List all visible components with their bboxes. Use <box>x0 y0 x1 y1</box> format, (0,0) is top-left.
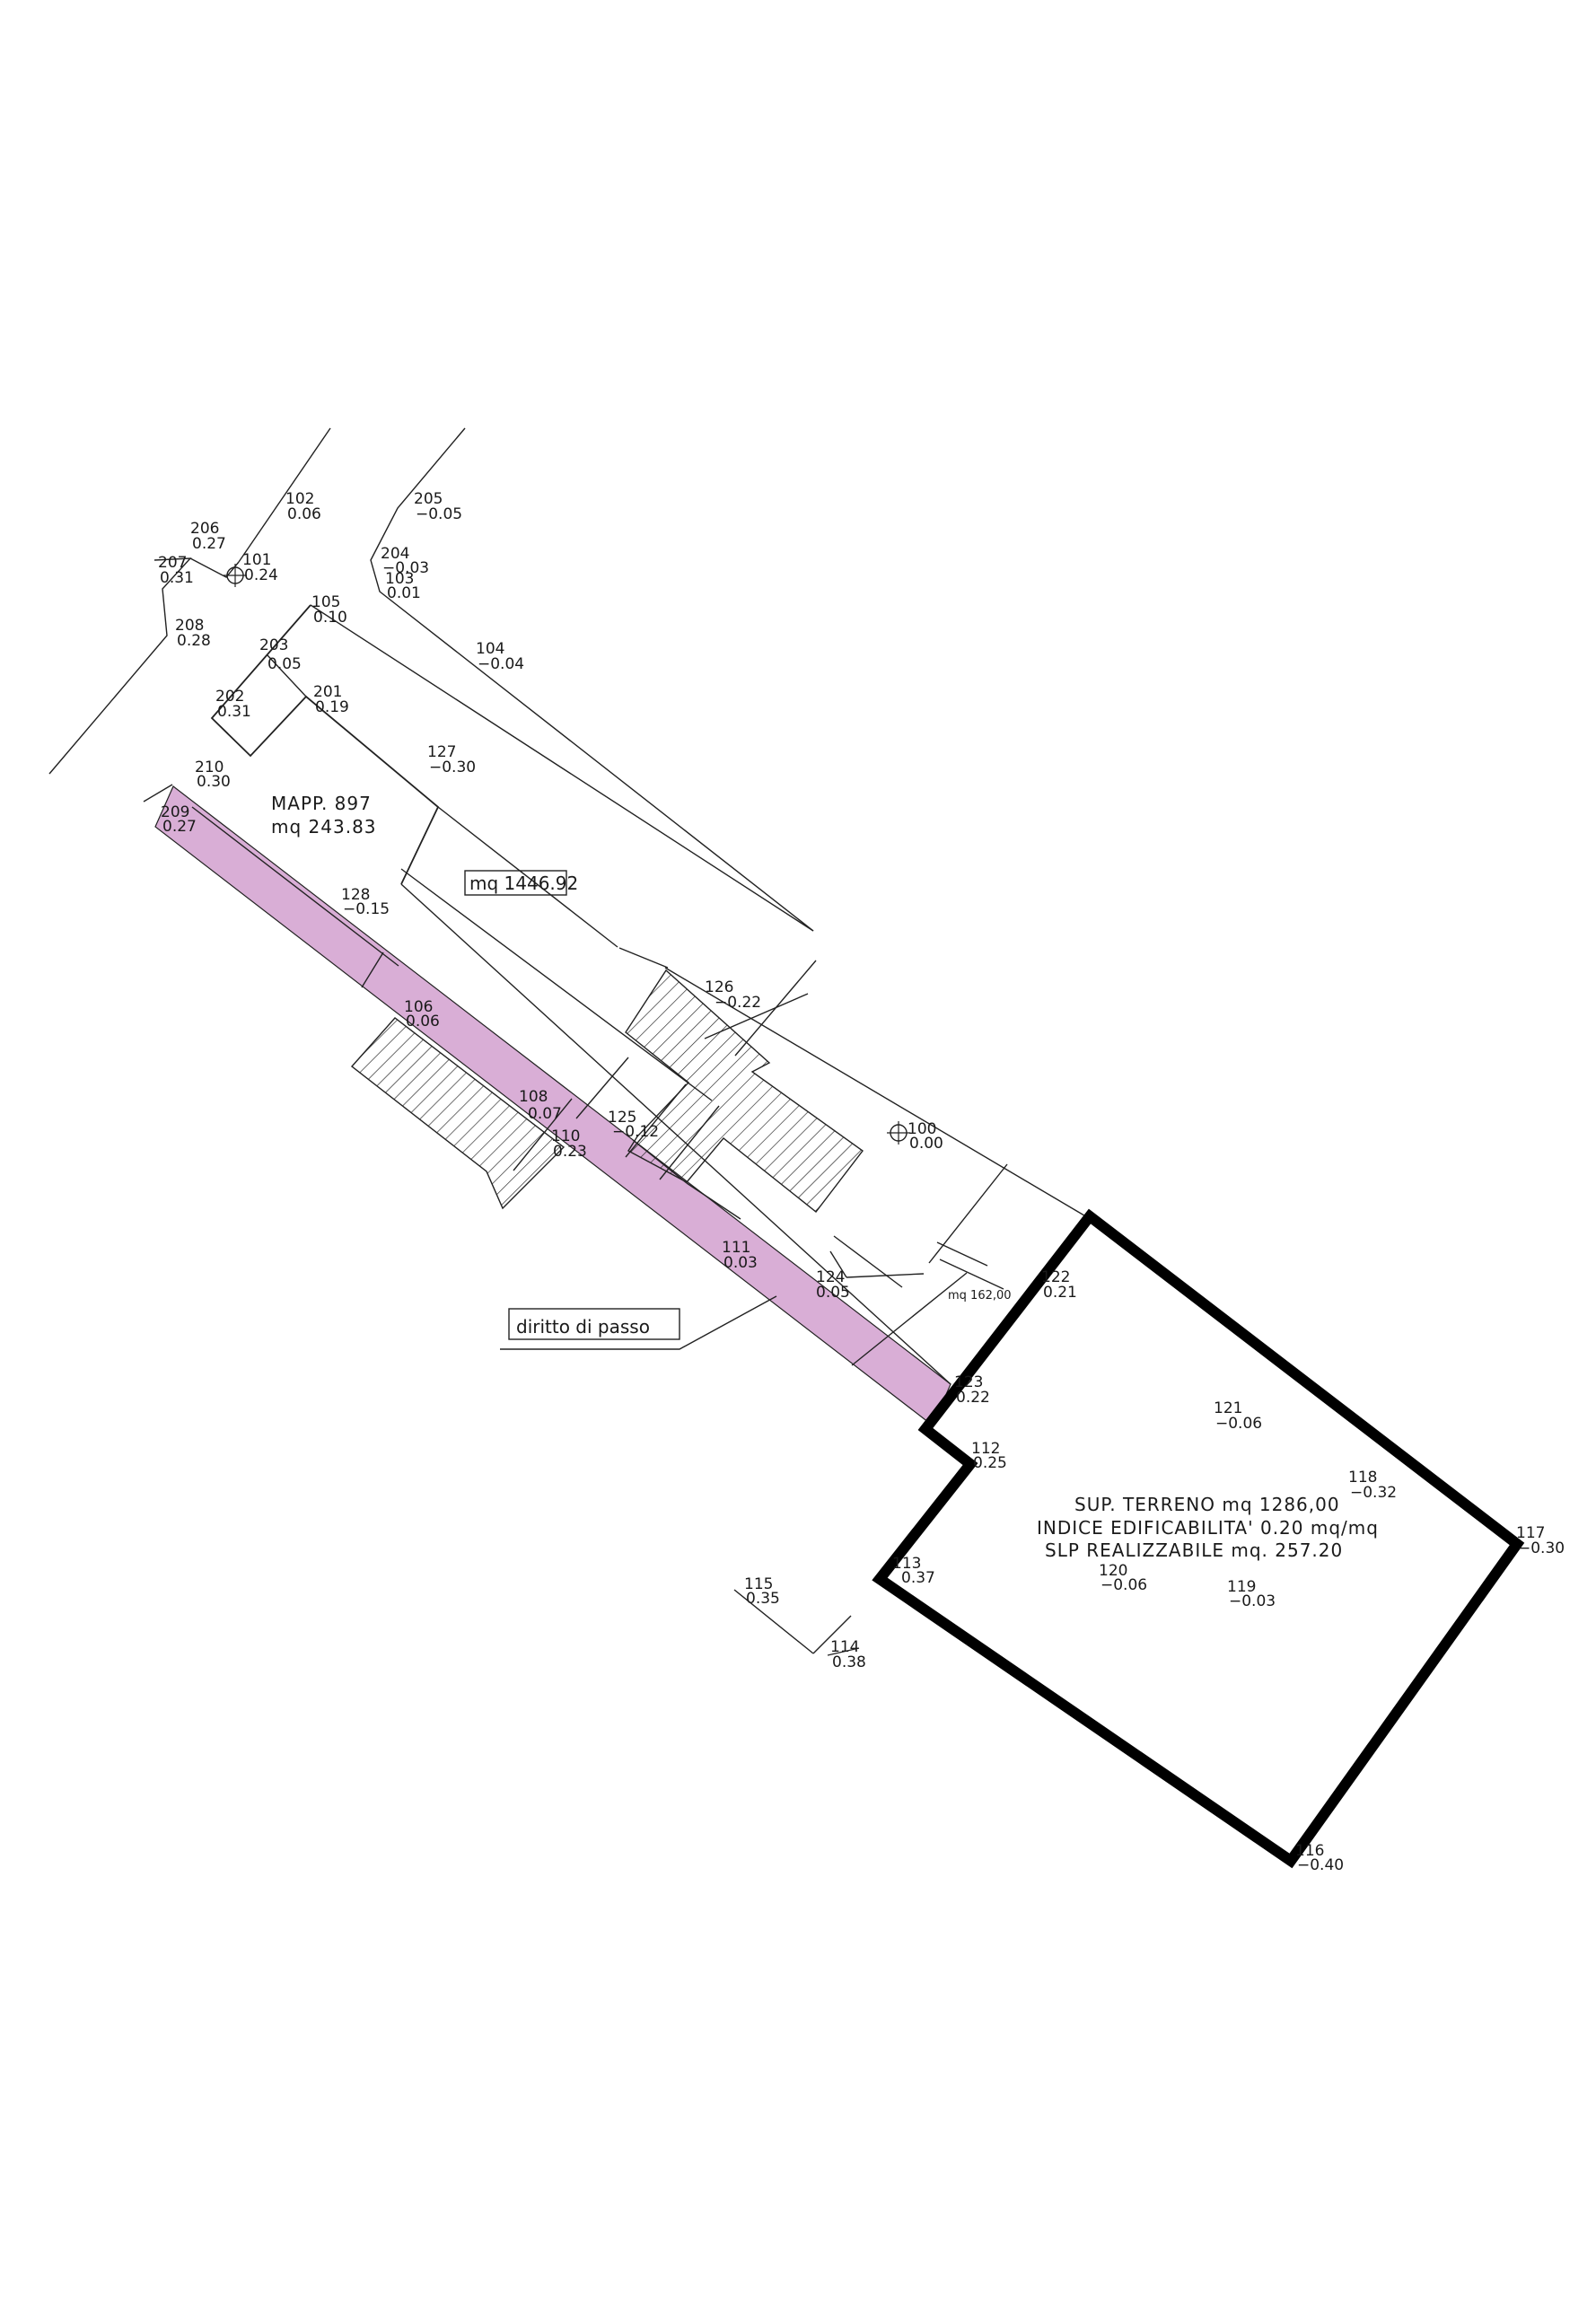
point-elevation: −0.22 <box>715 994 761 1012</box>
point-elevation: 0.05 <box>267 655 302 673</box>
point-elevation: 0.37 <box>901 1569 935 1587</box>
point-elevation: 0.06 <box>406 1013 440 1031</box>
point-id: 102 <box>285 490 314 508</box>
point-id: 125 <box>608 1109 636 1127</box>
point-id: 108 <box>519 1088 548 1106</box>
point-elevation: −0.06 <box>1101 1576 1147 1594</box>
point-id: 128 <box>341 886 370 904</box>
hatched-building-left <box>350 1017 566 1210</box>
point-id: 201 <box>313 683 342 701</box>
point-id: 119 <box>1227 1578 1256 1596</box>
right-of-way-inner-line <box>191 806 399 967</box>
point-id: 117 <box>1516 1524 1545 1542</box>
point-id: 207 <box>158 554 187 572</box>
point-elevation: −0.06 <box>1215 1415 1262 1433</box>
point-id: 122 <box>1041 1268 1070 1286</box>
point-elevation: −0.15 <box>343 900 390 918</box>
point-id: 202 <box>215 688 244 706</box>
point-elevation: 0.19 <box>315 698 349 716</box>
point-id: 121 <box>1214 1399 1242 1417</box>
road-lines <box>48 427 814 932</box>
point-id: 205 <box>414 490 443 508</box>
point-id: 104 <box>476 640 504 658</box>
point-elevation: 0.27 <box>192 535 226 553</box>
point-id: 209 <box>161 803 189 821</box>
point-elevation: 0.23 <box>553 1143 587 1161</box>
point-elevation: −0.12 <box>612 1123 659 1141</box>
point-id: 112 <box>971 1440 1000 1458</box>
area-main-label: mq 1446.92 <box>469 873 578 894</box>
point-id: 111 <box>722 1239 750 1257</box>
point-elevation: 0.38 <box>832 1653 866 1671</box>
point-elevation: 0.21 <box>1043 1284 1077 1302</box>
point-id: 206 <box>190 520 219 538</box>
point-elevation: 0.31 <box>217 703 251 721</box>
point-elevation: −0.30 <box>1518 1539 1565 1557</box>
slp-label: SLP REALIZZABILE mq. 257.20 <box>1045 1539 1343 1561</box>
point-id: 124 <box>816 1268 845 1286</box>
point-id: 126 <box>705 978 733 996</box>
point-elevation: −0.03 <box>382 559 429 577</box>
survey-point-labels: 102 0.06 205 −0.05 206 0.27 101 0.24 207… <box>158 490 1565 1874</box>
point-elevation: 0.06 <box>287 505 321 523</box>
point-id: 115 <box>744 1575 773 1593</box>
right-of-way-callout <box>500 1295 777 1350</box>
point-id: 110 <box>551 1127 580 1145</box>
point-id: 116 <box>1295 1842 1324 1860</box>
point-id: 203 <box>259 636 288 654</box>
point-elevation: 0.30 <box>197 773 231 791</box>
point-elevation: 0.03 <box>723 1254 758 1272</box>
point-elevation: 0.25 <box>973 1454 1007 1472</box>
survey-station-icons <box>224 564 910 1145</box>
dimension-marks <box>143 784 903 1656</box>
lot-area-label: SUP. TERRENO mq 1286,00 <box>1074 1494 1340 1515</box>
point-elevation: −0.05 <box>416 505 462 523</box>
point-elevation: 0.05 <box>816 1284 850 1302</box>
point-elevation: 0.22 <box>956 1389 990 1407</box>
point-id: 127 <box>427 743 456 761</box>
point-elevation: 0.07 <box>528 1105 562 1123</box>
mapp-area: mq 243.83 <box>271 816 377 838</box>
point-elevation: 0.01 <box>387 584 421 602</box>
point-id: 101 <box>242 551 271 569</box>
point-id: 100 <box>908 1120 936 1138</box>
point-id: 113 <box>892 1555 921 1573</box>
point-id: 204 <box>381 545 409 563</box>
point-elevation: 0.00 <box>909 1135 943 1153</box>
point-elevation: 0.24 <box>244 566 278 584</box>
point-id: 103 <box>385 570 414 588</box>
right-of-way-label: diritto di passo <box>516 1316 650 1338</box>
point-elevation: 0.35 <box>746 1590 780 1608</box>
point-id: 120 <box>1099 1562 1127 1580</box>
area-small-label: mq 162,00 <box>948 1289 1012 1302</box>
point-elevation: −0.30 <box>429 759 476 776</box>
point-elevation: 0.28 <box>177 632 211 650</box>
point-id: 123 <box>954 1373 983 1391</box>
area-box <box>464 870 567 896</box>
point-id: 210 <box>195 759 224 776</box>
point-id: 118 <box>1348 1469 1377 1487</box>
point-elevation: 0.31 <box>160 569 194 587</box>
mapp-title: MAPP. 897 <box>271 793 372 814</box>
point-elevation: −0.40 <box>1297 1856 1344 1874</box>
point-elevation: −0.04 <box>478 655 524 673</box>
point-id: 208 <box>175 617 204 635</box>
point-elevation: 0.27 <box>162 818 197 836</box>
point-id: 105 <box>311 593 340 611</box>
point-elevation: 0.10 <box>313 609 347 627</box>
hatched-building-right <box>625 969 864 1213</box>
point-elevation: −0.03 <box>1229 1592 1276 1610</box>
build-index-label: INDICE EDIFICABILITA' 0.20 mq/mq <box>1037 1517 1379 1539</box>
point-elevation: −0.32 <box>1350 1484 1397 1502</box>
lot-boundary <box>872 1208 1525 1869</box>
point-id: 114 <box>830 1638 859 1656</box>
point-id: 106 <box>404 998 433 1016</box>
